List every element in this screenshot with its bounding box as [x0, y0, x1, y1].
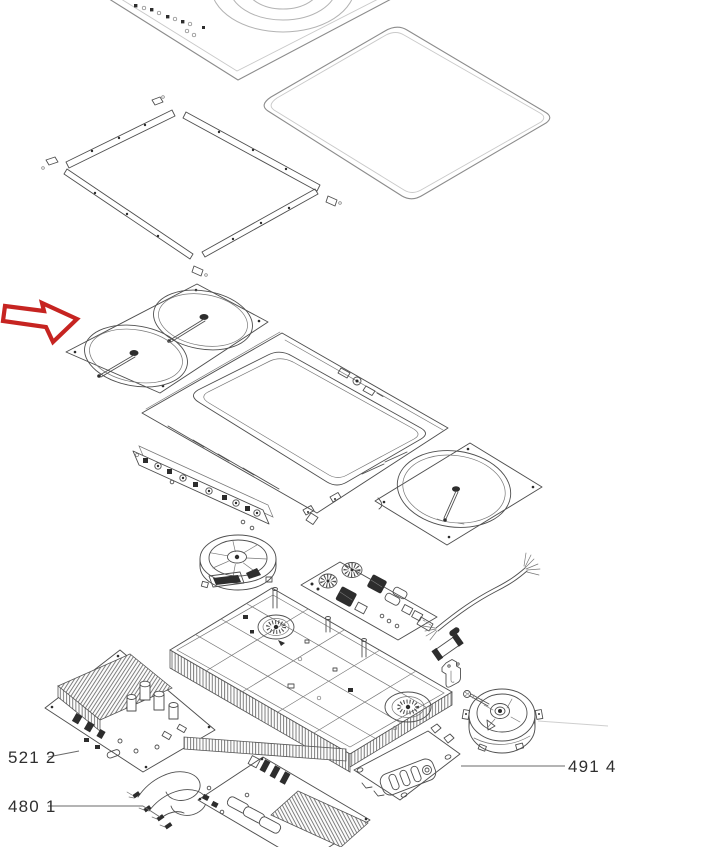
- screw: [463, 690, 490, 707]
- standoff-posts: [272, 587, 367, 658]
- tray-front-right-wall: [349, 691, 453, 768]
- heatsink-fin-band: [183, 736, 347, 762]
- callout-521-2: 521 2: [8, 748, 80, 767]
- wire-harness: [422, 552, 541, 641]
- callout-480-1: 480 1: [8, 797, 161, 818]
- callout-491-4: 491 4: [461, 757, 617, 776]
- tray-front-left-wall: [169, 649, 351, 773]
- callout-label-480-1: 480 1: [8, 797, 57, 816]
- heatsink: [270, 790, 369, 847]
- toroid-coil: [318, 573, 338, 589]
- double-induction-coil-plate: [65, 283, 269, 394]
- electrolytic-capacitors: [126, 680, 179, 720]
- cooling-fan-right: [461, 688, 609, 754]
- rail-top-right: [182, 111, 321, 192]
- faint-leader-line: [537, 720, 609, 727]
- mounting-frame-rails: [41, 95, 342, 277]
- red-arrow-icon: [0, 299, 81, 346]
- cover-plate: [353, 723, 461, 801]
- induction-coil-upper: [153, 289, 253, 351]
- capacitor: [431, 627, 464, 662]
- corner-clips: [41, 95, 342, 277]
- callout-label-521-2: 521 2: [8, 748, 57, 767]
- toroid-coil: [341, 562, 363, 578]
- control-board-strip: [132, 445, 274, 531]
- ceramic-glass-panel: [263, 26, 551, 200]
- chassis-tabs: [302, 492, 342, 525]
- tray-fan-left: [257, 614, 295, 646]
- rail-bottom-left: [63, 168, 194, 260]
- callout-leader-line: [47, 750, 80, 758]
- callout-leader-line: [48, 805, 161, 818]
- chassis-flange-marks: [337, 367, 384, 397]
- mounting-bracket: [441, 659, 461, 688]
- base-tray: [169, 587, 453, 773]
- main-chassis-frame: [141, 331, 449, 525]
- bottom-power-board: [183, 736, 371, 847]
- sensor-wires: [126, 771, 207, 830]
- tray-fan-right: [384, 691, 432, 723]
- induction-coil-lower: [84, 324, 188, 388]
- single-induction-coil-plate: [374, 442, 543, 546]
- tray-small-components: [243, 615, 398, 731]
- touch-control-dots: [134, 4, 205, 38]
- filter-board: [300, 561, 438, 641]
- callout-label-491-4: 491 4: [568, 757, 617, 776]
- cooktop-glass-surface: [109, 0, 391, 81]
- rail-bottom-right: [201, 188, 319, 258]
- power-board-with-heatsink: [44, 649, 216, 773]
- cooling-fan-upper: [199, 534, 277, 591]
- rail-top-left: [65, 109, 176, 169]
